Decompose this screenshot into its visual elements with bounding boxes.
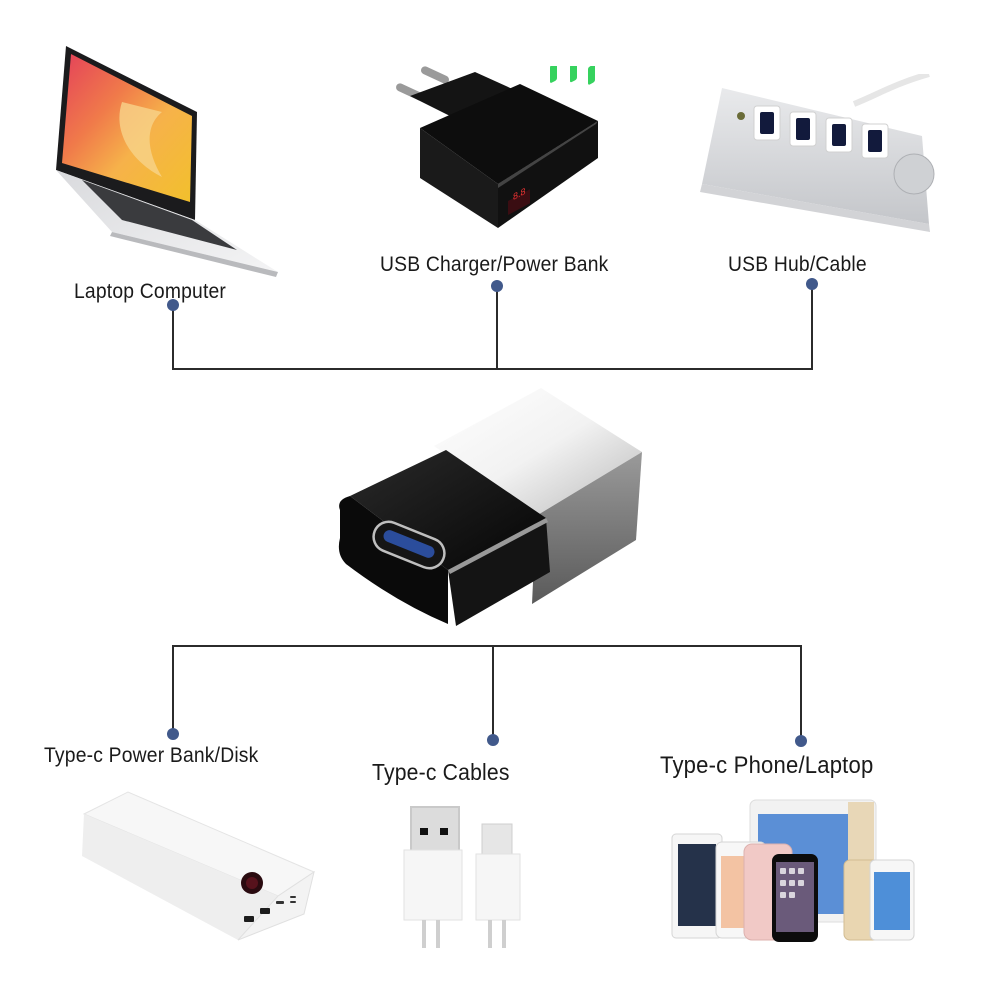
node-dot-phones [795,735,807,747]
node-dot-powerbank [167,728,179,740]
node-dot-laptop [167,299,179,311]
power-bank-icon [82,791,316,941]
usb-cables-icon [403,806,521,948]
label-usb-hub: USB Hub/Cable [728,253,867,276]
label-type-c-phone-laptop: Type-c Phone/Laptop [660,752,874,779]
usb-c-adapter-icon [338,388,642,626]
node-dot-cables [487,734,499,746]
node-dot-charger [491,280,503,292]
wall-charger-icon: 8.8 [396,66,598,228]
label-usb-charger: USB Charger/Power Bank [380,253,609,276]
label-type-c-cables: Type-c Cables [372,759,510,785]
label-type-c-power-bank: Type-c Power Bank/Disk [44,744,259,767]
laptop-icon [56,46,278,277]
node-dot-hub [806,278,818,290]
label-laptop-computer: Laptop Computer [74,280,227,303]
usb-hub-icon [700,74,935,232]
phones-tablets-icon [671,799,915,942]
